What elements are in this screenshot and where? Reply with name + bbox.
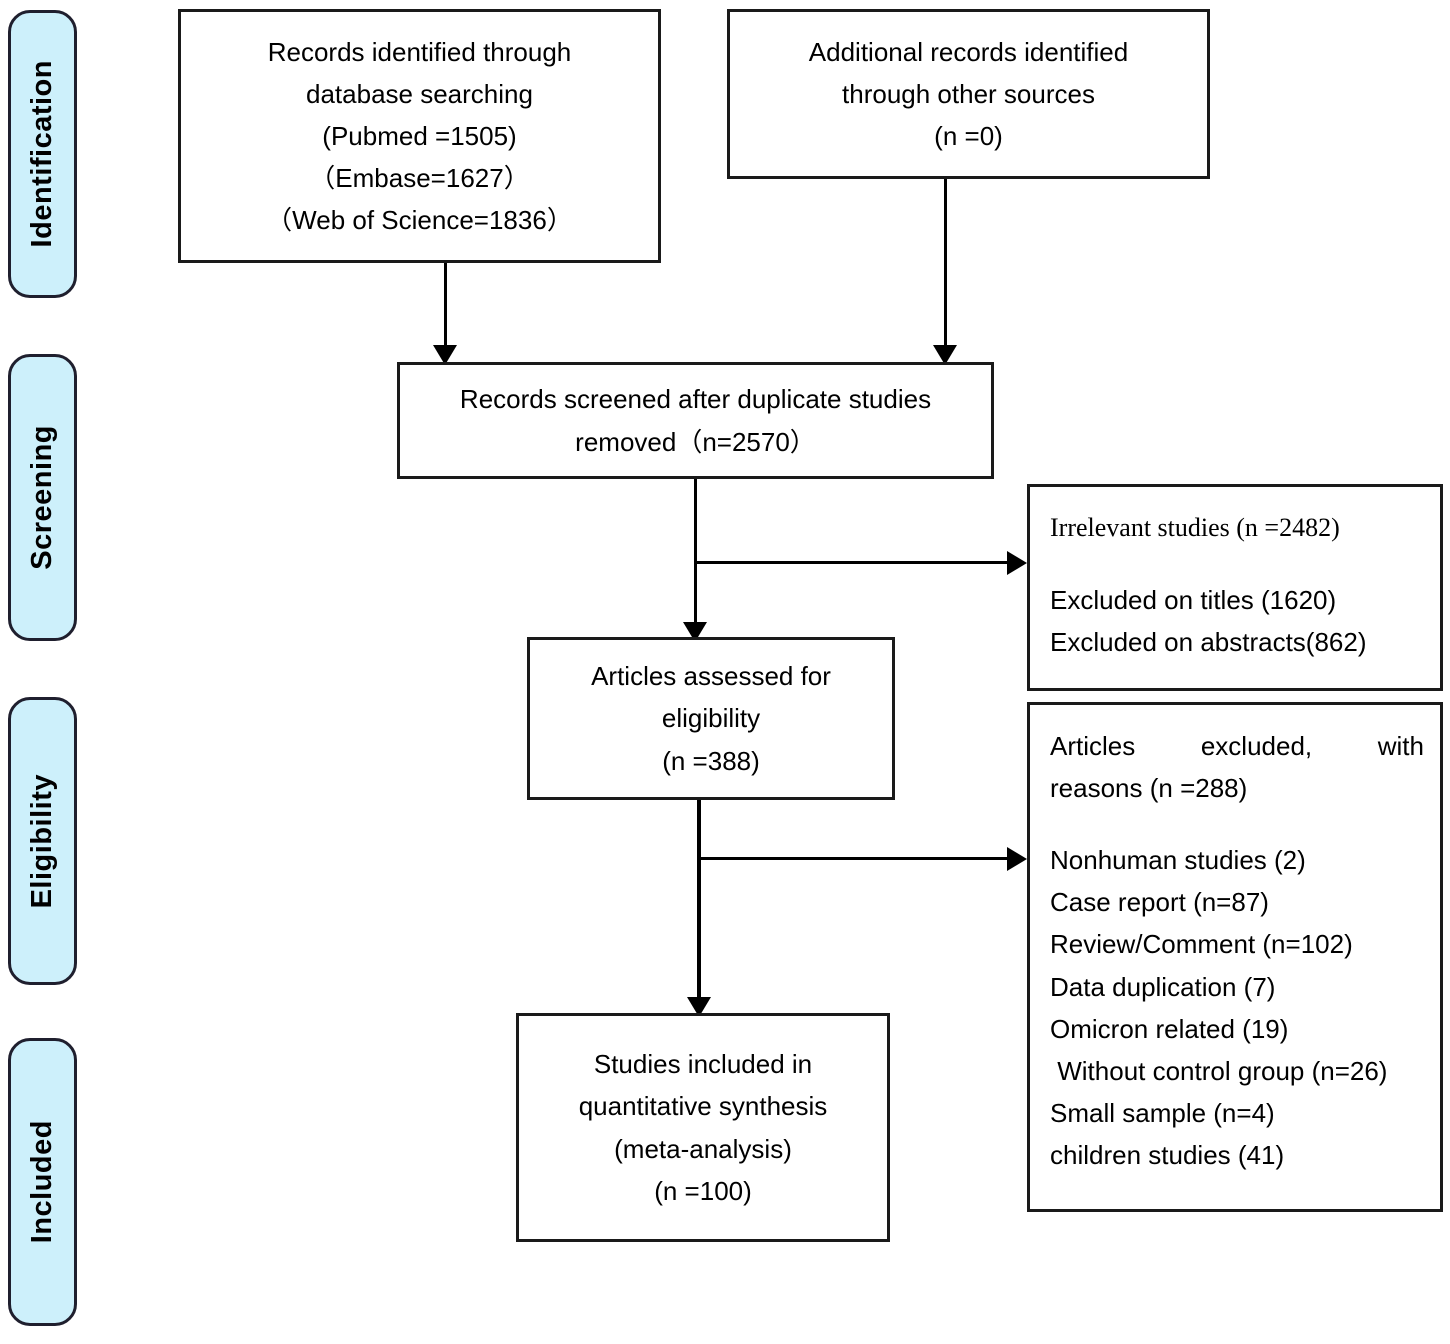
- box-line: eligibility: [661, 703, 761, 734]
- box-line: (n =0): [934, 121, 1003, 152]
- box-reason: children studies (41): [1050, 1139, 1285, 1170]
- arrow-head-database-to-screened: [433, 345, 457, 365]
- box-line: (n =388): [662, 745, 760, 776]
- box-line: removed（n=2570）: [575, 426, 816, 457]
- box-spacer: [1050, 809, 1424, 839]
- box-line: （Web of Science=1836）: [266, 205, 573, 236]
- stage-pill-screening: Screening: [8, 354, 77, 641]
- stage-label-eligibility: Eligibility: [26, 773, 58, 909]
- box-articles-assessed: Articles assessed for eligibility (n =38…: [527, 637, 895, 800]
- box-reason: Review/Comment (n=102): [1050, 929, 1353, 960]
- box-irrelevant-studies: Irrelevant studies (n =2482) Excluded on…: [1027, 484, 1443, 691]
- box-reason: Nonhuman studies (2): [1050, 845, 1306, 876]
- box-reason: Omicron related (19): [1050, 1013, 1289, 1044]
- stage-label-screening: Screening: [26, 425, 58, 570]
- connector-screened-to-assessed: [694, 479, 697, 629]
- box-line: Studies included in: [593, 1049, 813, 1080]
- box-line: Excluded on titles (1620): [1050, 585, 1337, 616]
- box-line: Records screened after duplicate studies: [459, 384, 932, 415]
- box-line: (Pubmed =1505): [322, 120, 517, 151]
- stage-pill-included: Included: [8, 1038, 77, 1326]
- box-line: quantitative synthesis: [578, 1091, 828, 1122]
- box-line: Additional records identified: [808, 36, 1129, 67]
- box-heading-line-2: reasons (n =288): [1050, 773, 1248, 804]
- box-heading-line-1: Articles excluded, with: [1050, 731, 1424, 761]
- arrow-head-screened-to-irrelevant: [1007, 551, 1027, 575]
- arrow-head-other-to-screened: [933, 345, 957, 365]
- box-line: (meta-analysis): [614, 1133, 792, 1164]
- box-studies-included: Studies included in quantitative synthes…: [516, 1013, 890, 1242]
- box-reason: Small sample (n=4): [1050, 1097, 1275, 1128]
- box-records-screened: Records screened after duplicate studies…: [397, 362, 994, 479]
- connector-other-to-screened: [944, 179, 947, 353]
- stage-pill-identification: Identification: [8, 10, 77, 298]
- connector-assessed-to-excluded: [697, 857, 1009, 860]
- box-reason: Case report (n=87): [1050, 887, 1269, 918]
- box-reason: Without control group (n=26): [1050, 1055, 1388, 1086]
- connector-database-to-screened: [444, 263, 447, 353]
- connector-screened-to-irrelevant: [694, 561, 1009, 564]
- box-reason: Data duplication (7): [1050, 971, 1276, 1002]
- box-line: Excluded on abstracts(862): [1050, 627, 1367, 658]
- stage-pill-eligibility: Eligibility: [8, 697, 77, 985]
- box-line: Articles assessed for: [591, 661, 831, 692]
- arrow-head-assessed-to-excluded: [1007, 847, 1027, 871]
- connector-assessed-to-included: [697, 800, 701, 1005]
- stage-label-included: Included: [26, 1120, 58, 1244]
- box-records-identified-database: Records identified through database sear…: [178, 9, 661, 263]
- stage-label-identification: Identification: [26, 60, 58, 248]
- box-line: （Embase=1627）: [309, 163, 530, 194]
- box-spacer: [1050, 549, 1424, 579]
- box-line: (n =100): [654, 1175, 752, 1206]
- arrow-head-assessed-to-included: [687, 997, 711, 1017]
- box-additional-records-other-sources: Additional records identified through ot…: [727, 9, 1210, 179]
- box-line: through other sources: [842, 78, 1095, 109]
- box-heading: Irrelevant studies (n =2482): [1050, 513, 1340, 542]
- box-line: database searching: [306, 78, 533, 109]
- box-articles-excluded: Articles excluded, with reasons (n =288)…: [1027, 702, 1443, 1212]
- box-line: Records identified through: [267, 36, 572, 67]
